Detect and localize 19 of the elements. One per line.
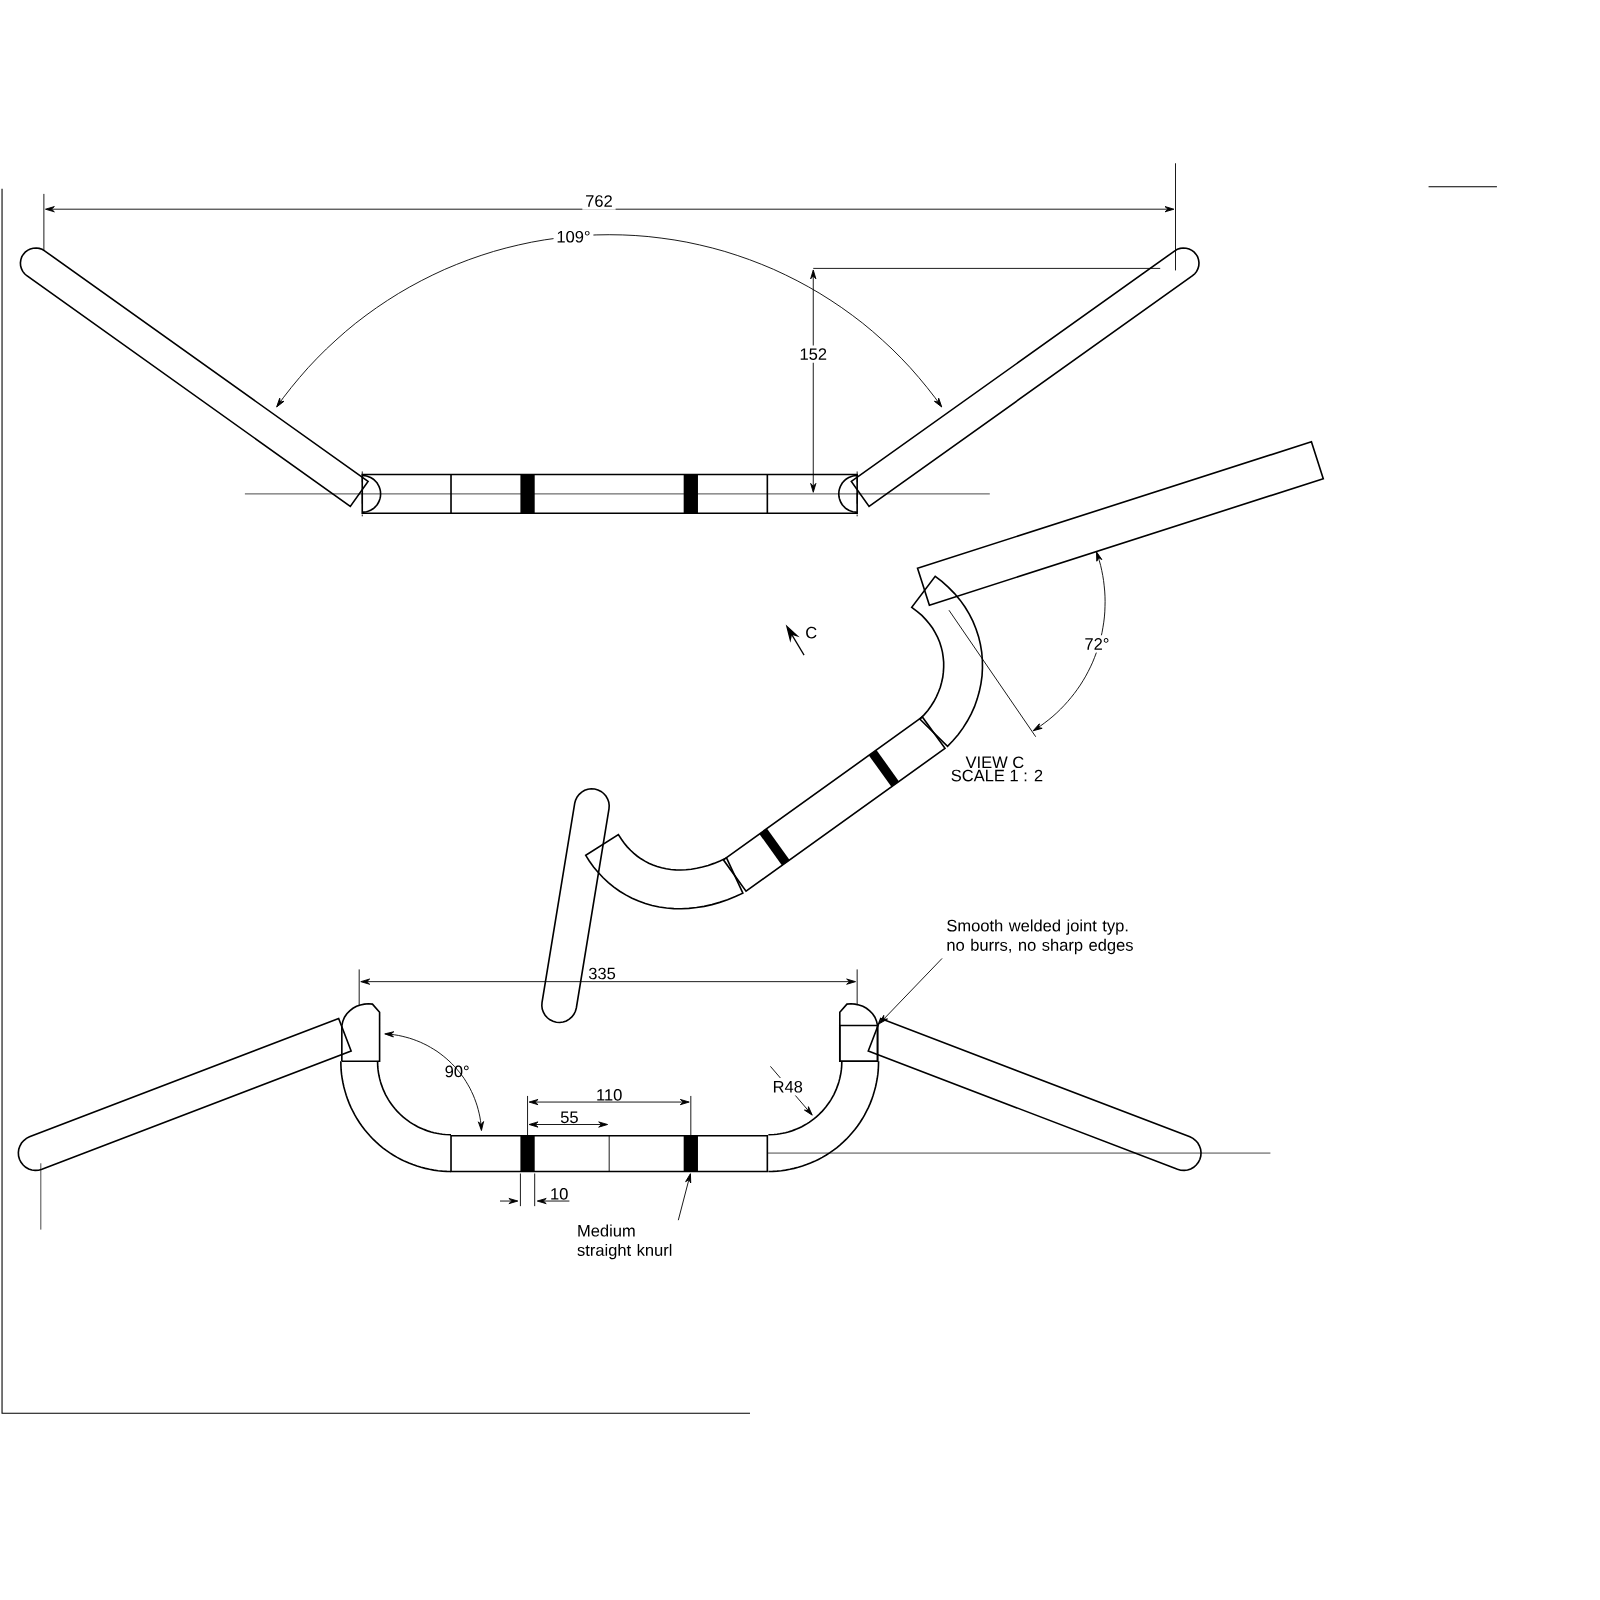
view-title: VIEW C [965,756,1024,769]
view-label: C [806,626,817,639]
knurl-band [683,1135,698,1172]
dimension-text: 762 [582,192,616,210]
dimension-text: 152 [796,345,830,363]
dimension-text: 335 [588,967,616,980]
dimension-text: 10 [551,1188,568,1200]
angle-text: 72° [1081,635,1113,653]
angle-text: 90° [445,1065,469,1078]
dimension-text: R48 [769,1078,806,1096]
scale-text: SCALE 1 : 2 [951,769,1043,782]
leader-line [879,958,943,1024]
dimension-text: 55 [560,1111,578,1124]
note-text: Medium straight knurl [577,1224,672,1260]
note-text: Smooth welded joint typ. no burrs, no sharp edges [947,919,1133,955]
tube-segment [839,1024,879,1063]
dimension-text: 110 [597,1089,622,1101]
angle-text: 109° [553,228,594,246]
leader-line [677,1173,692,1221]
